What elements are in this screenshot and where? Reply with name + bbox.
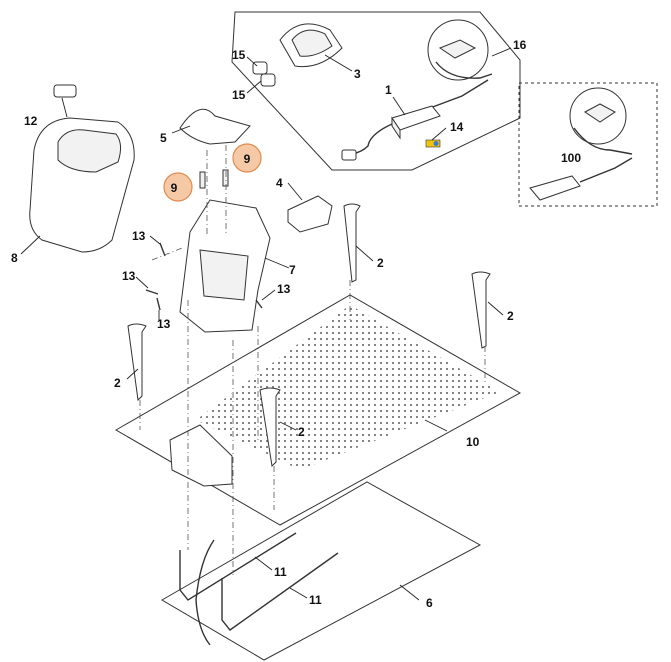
label-7: 7	[289, 263, 296, 277]
alignment-lines	[139, 145, 486, 575]
label-100: 100	[561, 151, 581, 165]
kit-frame-100	[518, 82, 658, 207]
label-5: 5	[160, 131, 167, 145]
label-2-c: 2	[114, 376, 121, 390]
label-15-a: 15	[232, 48, 246, 62]
label-10: 10	[466, 435, 480, 449]
part-9-contacts[interactable]	[199, 169, 229, 189]
part-3-bezel[interactable]	[279, 23, 343, 68]
label-9-b: 9	[244, 152, 251, 166]
part-5-bracket[interactable]	[179, 108, 251, 145]
part-7-chassis[interactable]	[179, 199, 271, 333]
label-4: 4	[276, 176, 283, 190]
kit-frame	[231, 11, 521, 171]
part-8-hood[interactable]	[29, 117, 135, 253]
label-13-a: 13	[132, 229, 146, 243]
label-13-b: 13	[122, 269, 136, 283]
label-16: 16	[513, 38, 527, 52]
part-12-clip[interactable]	[53, 84, 77, 98]
label-2-d: 2	[298, 425, 305, 439]
part-4-switch[interactable]	[287, 195, 333, 233]
label-14: 14	[450, 120, 464, 134]
part-1-power-supply[interactable]	[341, 79, 489, 161]
part-100-power-unit[interactable]	[529, 87, 633, 201]
label-6: 6	[426, 596, 433, 610]
part-9-highlight-right[interactable]	[232, 143, 262, 173]
label-13-d: 13	[277, 282, 291, 296]
part-2-pegs[interactable]	[127, 203, 491, 468]
part-10-base-plate[interactable]	[115, 294, 522, 526]
part-14-sticker[interactable]	[425, 139, 441, 148]
label-2-b: 2	[507, 309, 514, 323]
part-6-mat[interactable]	[161, 481, 482, 661]
label-13-c: 13	[157, 317, 171, 331]
part-9-highlight-left[interactable]	[163, 172, 193, 202]
part-13-screws[interactable]	[145, 242, 263, 311]
label-11-a: 11	[274, 565, 287, 579]
label-8: 8	[11, 251, 18, 265]
leader-lines	[20, 47, 512, 601]
part-11-wires[interactable]	[179, 532, 339, 646]
label-12: 12	[24, 114, 38, 128]
label-9-a: 9	[171, 181, 178, 195]
label-11-b: 11	[309, 593, 322, 607]
label-2-a: 2	[377, 256, 384, 270]
label-15-b: 15	[232, 88, 246, 102]
label-3: 3	[354, 67, 361, 81]
part-16-connector[interactable]	[427, 19, 493, 81]
label-1: 1	[385, 83, 392, 97]
